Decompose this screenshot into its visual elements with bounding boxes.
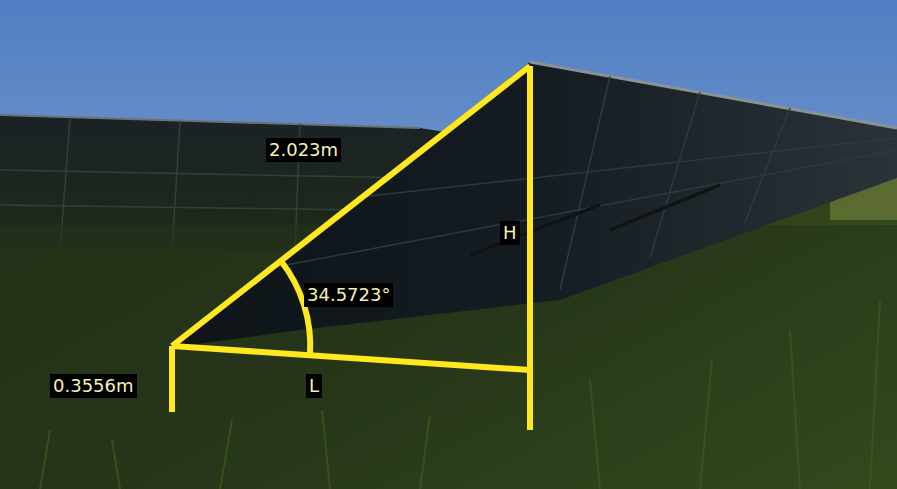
dimension-lines <box>172 66 530 430</box>
dimension-label: 0.3556m <box>50 374 137 398</box>
dimension-label: H <box>500 221 520 245</box>
dimension-label: 2.023m <box>266 138 341 162</box>
dimension-label: L <box>306 374 322 398</box>
dimension-label: 34.5723° <box>304 283 393 307</box>
